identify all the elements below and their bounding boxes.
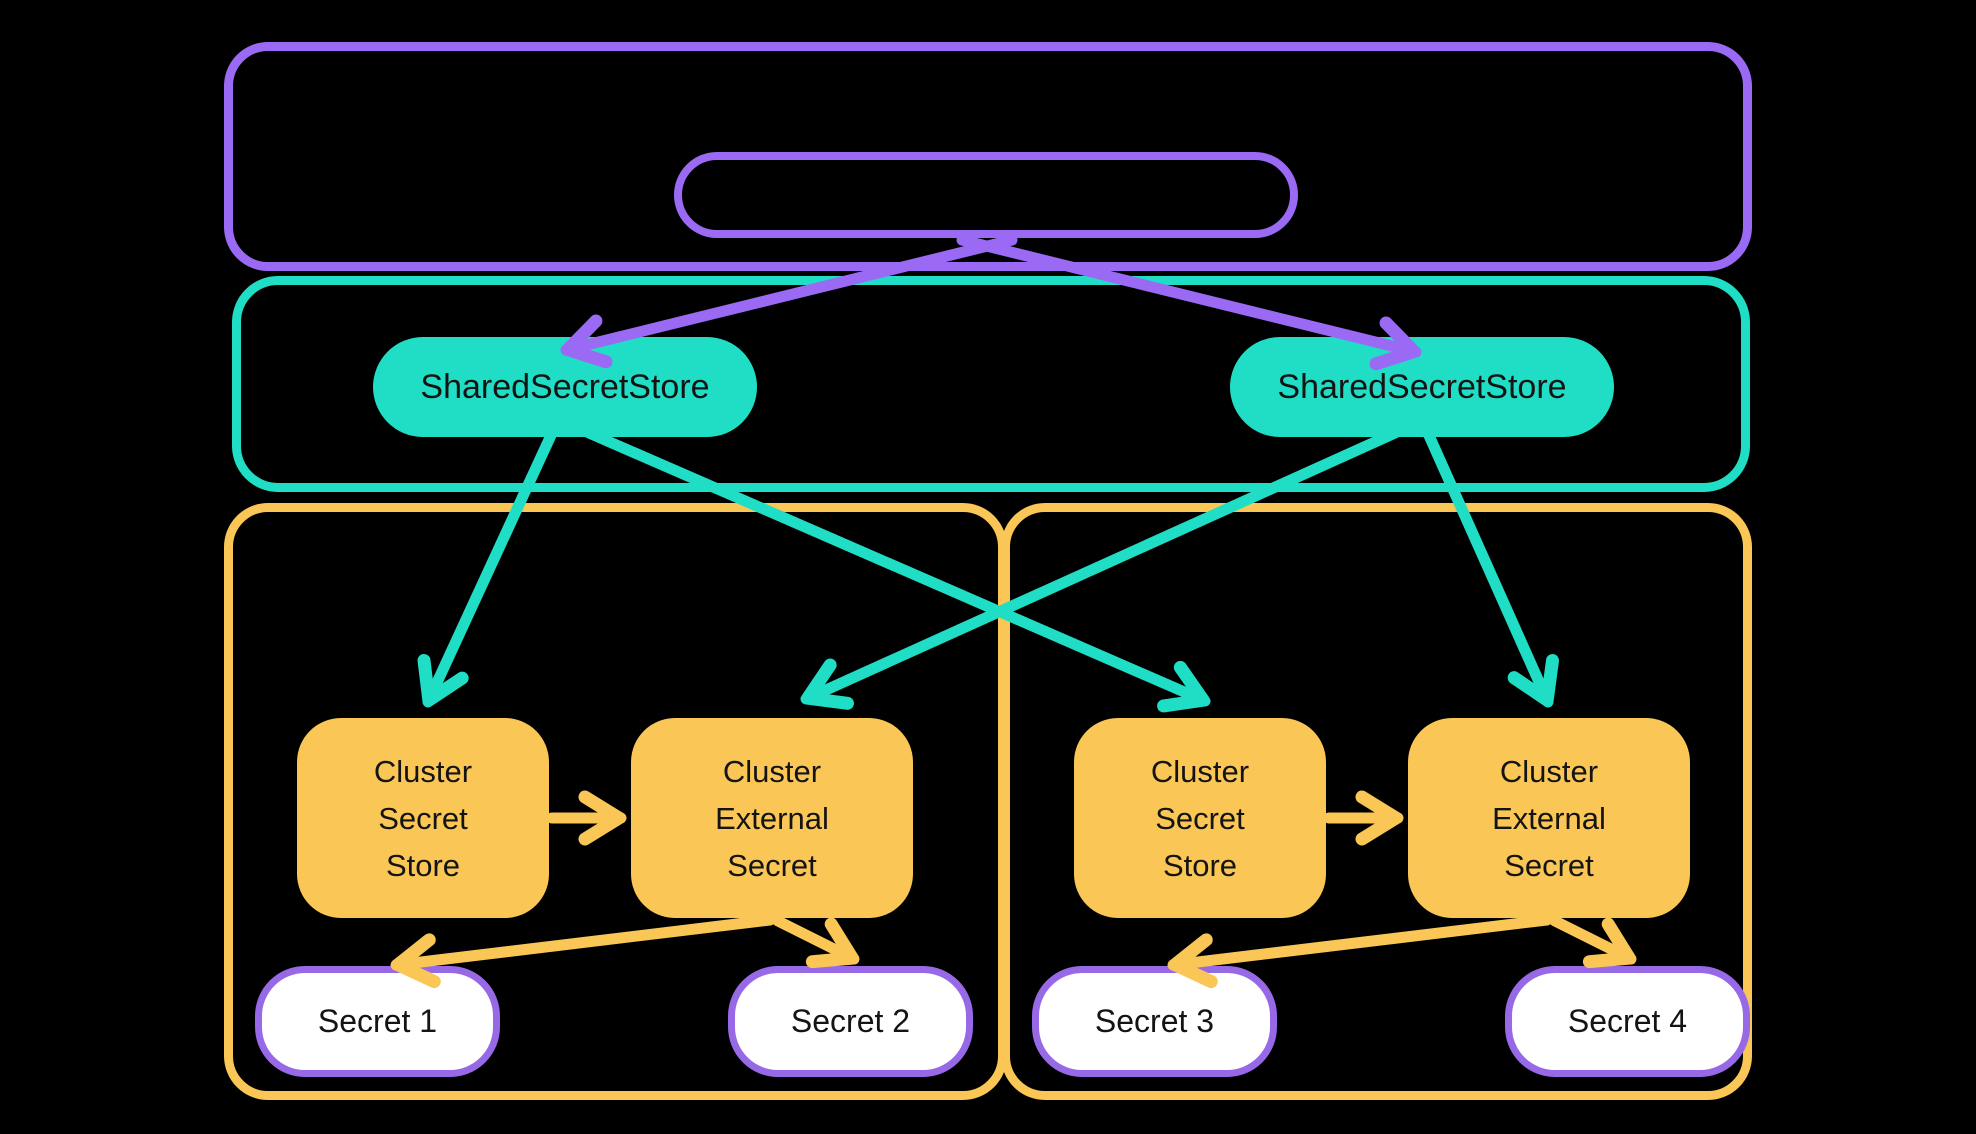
secret-3-node: Secret 3 [1032, 966, 1277, 1077]
cluster-external-secret-2-label: Cluster External Secret [1492, 753, 1606, 883]
shared-secret-store-1-label: SharedSecretStore [420, 367, 710, 406]
secret-1-label: Secret 1 [317, 1003, 438, 1039]
shared-secret-store-1-node: SharedSecretStore [373, 337, 757, 437]
cluster-secret-store-1-label: Cluster Secret Store [373, 753, 473, 883]
shared-secret-store-2-label: SharedSecretStore [1277, 367, 1567, 406]
secret-1-node: Secret 1 [255, 966, 500, 1077]
secret-2-label: Secret 2 [790, 1003, 911, 1039]
cluster-secret-store-2-node: Cluster Secret Store [1074, 718, 1326, 918]
cluster-external-secret-2-node: Cluster External Secret [1408, 718, 1690, 918]
cluster-external-secret-1-node: Cluster External Secret [631, 718, 913, 918]
secret-2-node: Secret 2 [728, 966, 973, 1077]
cluster-external-secret-1-label: Cluster External Secret [715, 753, 829, 883]
secret-4-label: Secret 4 [1567, 1003, 1688, 1039]
cluster-secret-store-2-label: Cluster Secret Store [1150, 753, 1250, 883]
secret-3-label: Secret 3 [1094, 1003, 1215, 1039]
cluster-secret-store-1-node: Cluster Secret Store [297, 718, 549, 918]
purple-empty-pill [674, 152, 1298, 238]
secret-4-node: Secret 4 [1505, 966, 1750, 1077]
shared-secret-store-2-node: SharedSecretStore [1230, 337, 1614, 437]
